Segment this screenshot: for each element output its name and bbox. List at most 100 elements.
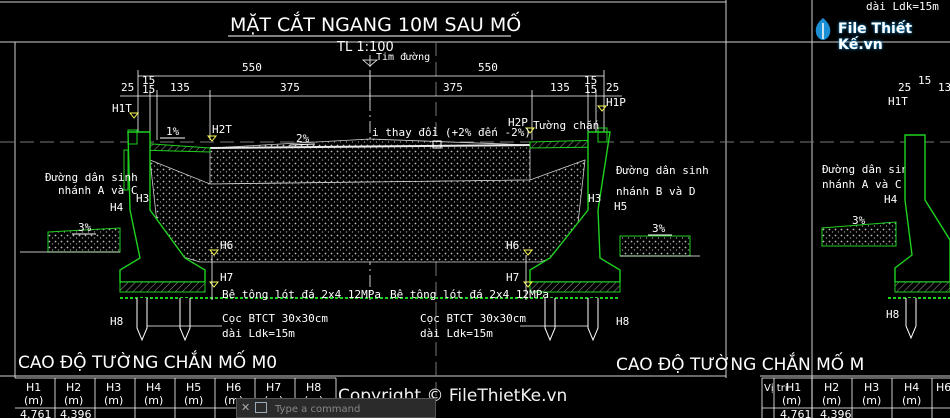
watermark-logo: File Thiết Kế.vn — [812, 13, 942, 53]
logo-icon — [815, 18, 831, 40]
unit-h5: (m) — [184, 394, 203, 407]
right-cell-2: 4.396 — [820, 408, 852, 418]
concrete-label-right: Bê tông lót đá 2x4 12MPa — [390, 288, 549, 301]
col-h6: H6 — [226, 381, 241, 394]
dim-15-left-b: 15 — [142, 83, 155, 96]
slope-2pct: 2% — [296, 132, 310, 145]
pile-label-right-1: Cọc BTCT 30x30cm — [420, 312, 526, 325]
slope-3pct-right: 3% — [652, 222, 666, 235]
label-h1t: H1T — [112, 102, 132, 115]
right-col-h2: H2 — [824, 381, 839, 394]
unit-h1: (m) — [24, 394, 43, 407]
variable-slope: i thay đổi (+2% đến -2%) — [372, 126, 531, 139]
partial-walk-2: nhánh A và C — [822, 178, 901, 191]
right-unit-4: (m) — [902, 394, 921, 407]
command-bar: ✕ — [236, 398, 436, 418]
partial-dim-15: 15 — [918, 74, 931, 87]
retaining-wall-label: Tường chắn — [533, 119, 599, 132]
page-title: MẶT CẮT NGANG 10M SAU MỐ — [230, 10, 521, 36]
right-walk-label-2: nhánh B và D — [616, 185, 695, 198]
label-h6-right: H6 — [506, 239, 519, 252]
left-table-title: CAO ĐỘ TƯỜNG CHẮN MỐ M0 — [18, 349, 277, 373]
command-input[interactable] — [273, 401, 427, 417]
pile-label-left-1: Cọc BTCT 30x30cm — [222, 312, 328, 325]
unit-h4: (m) — [144, 394, 163, 407]
partial-dim-25: 25 — [898, 81, 911, 94]
dim-135-right: 135 — [550, 81, 570, 94]
col-h3: H3 — [106, 381, 121, 394]
col-h4: H4 — [146, 381, 161, 394]
right-cell-1: 4.761 — [780, 408, 812, 418]
label-h3-right: H3 — [588, 192, 601, 205]
dimension-lines — [120, 70, 622, 140]
dim-135-left: 135 — [170, 81, 190, 94]
col-h2: H2 — [66, 381, 81, 394]
scale-label: TL 1:100 — [336, 40, 394, 55]
label-h3-left: H3 — [136, 192, 149, 205]
watermark-text: File Thiết Kế.vn — [838, 21, 913, 53]
right-col-h4: H4 — [904, 381, 919, 394]
right-table-title: CAO ĐỘ TƯỜNG CHẮN MỐ M — [616, 351, 864, 375]
right-unit-1: (m) — [782, 394, 801, 407]
right-unit-2: (m) — [822, 394, 841, 407]
cell-h2-value: 4.396 — [60, 408, 92, 418]
piles — [136, 298, 599, 342]
label-h7-right: H7 — [506, 271, 519, 284]
col-h7: H7 — [266, 381, 281, 394]
close-icon[interactable]: ✕ — [241, 401, 251, 414]
right-side-ground — [619, 235, 691, 257]
dim-550-right: 550 — [478, 61, 498, 74]
col-h8: H8 — [306, 381, 321, 394]
dim-375-right: 375 — [443, 81, 463, 94]
label-h4-left: H4 — [110, 201, 124, 214]
label-h2p: H2P — [508, 116, 528, 129]
partial-label-h4: H4 — [884, 193, 898, 206]
dim-25-left: 25 — [121, 81, 134, 94]
pile-label-right-2: dài Ldk=15m — [420, 327, 493, 340]
partial-pile-label: dài Ldk=15m — [866, 0, 939, 13]
label-h5-right: H5 — [614, 200, 627, 213]
partial-label-h8: H8 — [886, 308, 899, 321]
right-col-h3: H3 — [864, 381, 879, 394]
label-h7-left: H7 — [220, 271, 233, 284]
partial-walk-1: Đường dân sinh — [822, 163, 915, 176]
concrete-label-left: Bê tông lót đá 2x4 12MPa — [222, 288, 381, 301]
left-walk-label-2: nhánh A và C — [58, 184, 137, 197]
dim-375-left: 375 — [280, 81, 300, 94]
label-h1p: H1P — [606, 96, 626, 109]
right-partial-section: dài Ldk=15m 25 15 135 H1T Đường dân sinh… — [821, 0, 950, 340]
right-col-h1: H1 — [786, 381, 801, 394]
unit-h3: (m) — [104, 394, 123, 407]
right-walk-label-1: Đường dân sinh — [616, 164, 709, 177]
pile-label-left-2: dài Ldk=15m — [222, 327, 295, 340]
road-base — [209, 138, 531, 185]
level-markers — [128, 105, 608, 142]
slope-3pct-left: 3% — [78, 221, 92, 234]
dim-15-right-b: 15 — [584, 83, 597, 96]
dim-15-left: 15 — [142, 74, 155, 87]
command-icon[interactable] — [255, 402, 267, 413]
unit-h2: (m) — [64, 394, 83, 407]
dim-25-right: 25 — [606, 81, 619, 94]
label-h6-left: H6 — [220, 239, 233, 252]
cell-h1-value: 4.761 — [20, 408, 52, 418]
axis-label: Tim đường — [376, 51, 430, 63]
col-h5: H5 — [186, 381, 201, 394]
right-col-position: Vị trí — [764, 382, 789, 394]
partial-dim-135: 135 — [938, 81, 950, 94]
col-h1: H1 — [26, 381, 41, 394]
left-walk-label-1: Đường dân sinh — [45, 171, 138, 184]
dim-15-right: 15 — [584, 74, 597, 87]
partial-label-h1t: H1T — [888, 95, 908, 108]
dim-550-left: 550 — [242, 61, 262, 74]
partial-slope-3pct: 3% — [852, 214, 866, 227]
label-h8-right: H8 — [616, 315, 629, 328]
right-col-h6: H6 — [936, 381, 950, 394]
slope-1pct: 1% — [166, 125, 180, 138]
right-unit-3: (m) — [862, 394, 881, 407]
label-h2t: H2T — [212, 123, 232, 136]
right-elevation-table — [761, 377, 950, 418]
label-h8-left: H8 — [110, 315, 123, 328]
